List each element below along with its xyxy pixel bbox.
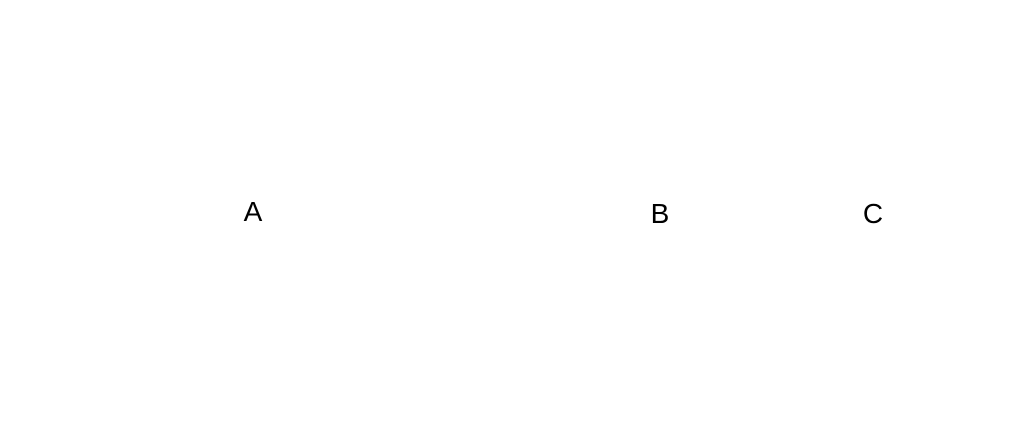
point-label-a: A [243,196,263,227]
point-label-b: B [650,198,670,229]
point-label-c: C [862,198,884,229]
